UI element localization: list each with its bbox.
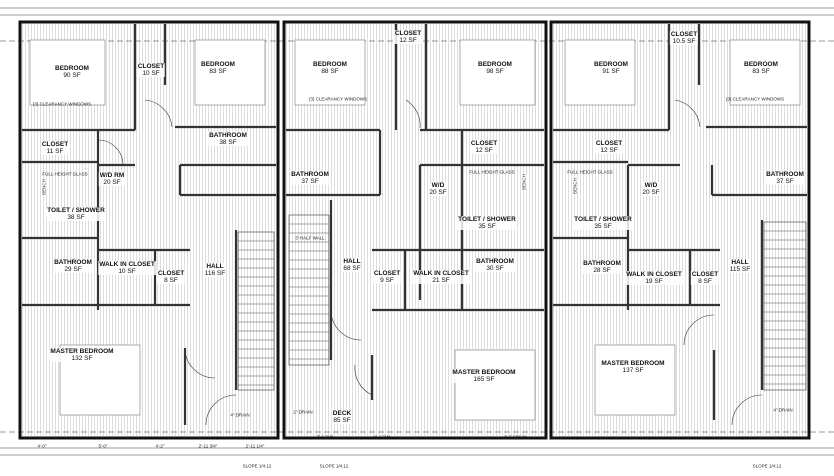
drain-note: 2" DRAIN xyxy=(293,409,313,415)
note-clearancy-windows: (3) CLEARANCY WINDOWS xyxy=(308,96,368,102)
stairs xyxy=(237,214,807,391)
doors xyxy=(97,99,763,426)
dimension: 1'-10 3/4" xyxy=(548,435,568,441)
note-bench: BENCH xyxy=(572,178,578,194)
stair-treads xyxy=(238,223,806,386)
slope-note: SLOPE 1/4:12 xyxy=(319,463,349,469)
note-bench: BENCH xyxy=(41,179,47,195)
dimension: 2'-11 3/4" xyxy=(198,443,218,449)
dimension: 5'-0" xyxy=(98,443,108,449)
dimension: 1'-4 3/4" xyxy=(373,434,391,440)
note-clearancy-windows: (3) CLEARANCY WINDOWS xyxy=(32,101,92,107)
dimension: 7'-1 3/4" xyxy=(316,434,334,440)
slope-note: SLOPE 1/4:12 xyxy=(242,463,272,469)
dimension: 4'-0" xyxy=(37,443,47,449)
note-full-height-glass: FULL HEIGHT GLASS xyxy=(42,171,88,177)
dimension: 1'-1" xyxy=(695,435,705,441)
note-half-wall: 3' HALF WALL xyxy=(295,235,325,241)
dimension: 2'-3 1/2"-1" xyxy=(503,434,527,440)
dimension: 1'-3" xyxy=(629,435,639,441)
drain-note: 4" DRAIN xyxy=(773,407,793,413)
dimension: 2'-11 1/4" xyxy=(245,443,265,449)
drain-note: 4" DRAIN xyxy=(230,412,250,418)
dimension: 4'-2" xyxy=(155,443,165,449)
note-bench: BENCH xyxy=(521,174,527,190)
note-clearancy-windows: (3) CLEARANCY WINDOWS xyxy=(725,96,785,102)
exterior-walls xyxy=(18,20,811,440)
note-full-height-glass: FULL HEIGHT GLASS xyxy=(567,169,613,175)
note-full-height-glass: FULL HEIGHT GLASS xyxy=(469,169,515,175)
slope-note: SLOPE 1/4:12 xyxy=(752,463,782,469)
